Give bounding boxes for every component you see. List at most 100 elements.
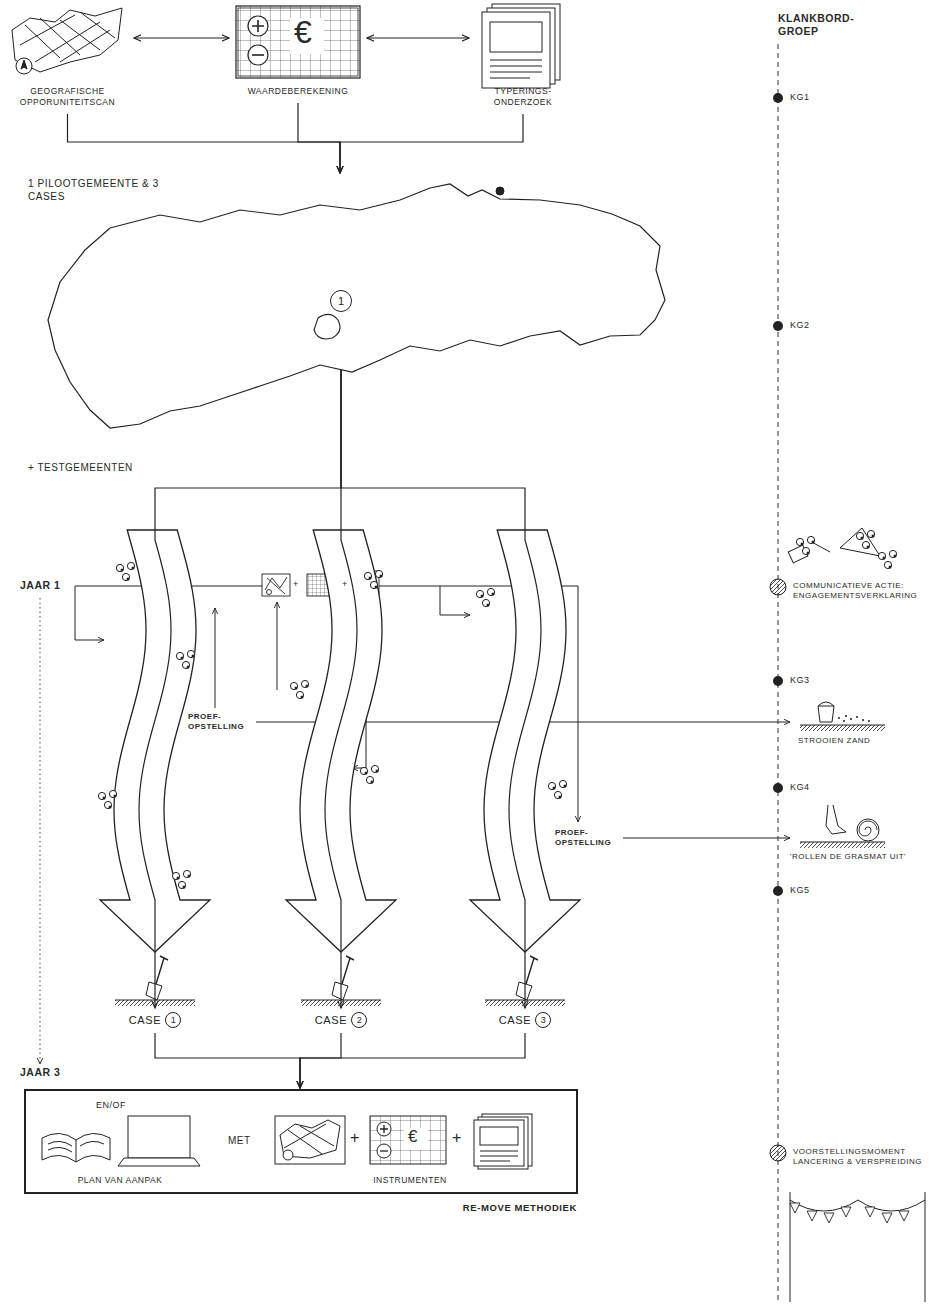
- person: [802, 547, 809, 554]
- person: [481, 595, 484, 598]
- person: [482, 599, 489, 606]
- action-label: VOORSTELLINGSMOMENT LANCERING & VERSPREI…: [793, 1147, 927, 1167]
- person: [98, 792, 105, 799]
- person: [812, 541, 815, 544]
- person: [476, 590, 483, 597]
- year-label: JAAR 3: [20, 1066, 60, 1079]
- person: [121, 569, 124, 572]
- currency-sign: €: [294, 16, 312, 48]
- plan-icons: [42, 1116, 200, 1166]
- illustration-caption: STROOIEN ZAND: [798, 736, 898, 746]
- flow-arrow: [341, 313, 541, 1008]
- person: [487, 604, 490, 607]
- person: [884, 561, 891, 568]
- person: [188, 875, 191, 878]
- person: [114, 795, 117, 798]
- case-number: 1: [165, 1012, 181, 1028]
- person: [548, 782, 555, 789]
- flow-arrow: [300, 1033, 341, 1088]
- person: [187, 666, 190, 669]
- side-note: + TESTGEMEENTEN: [28, 462, 178, 475]
- person: [889, 550, 896, 557]
- flag: [882, 1213, 892, 1223]
- map-outline: [314, 314, 340, 339]
- person: [296, 691, 303, 698]
- person: [366, 776, 373, 783]
- case-node: CASE 2: [301, 1010, 381, 1030]
- person: [301, 696, 304, 699]
- flag: [865, 1207, 875, 1217]
- person: [176, 652, 183, 659]
- person: [376, 770, 379, 773]
- person: [301, 680, 308, 687]
- person: [182, 661, 189, 668]
- connector-word: MET: [228, 1135, 251, 1148]
- map-outline: [48, 184, 665, 428]
- person: [554, 791, 561, 798]
- icon-caption: PLAN VAN AANPAK: [40, 1175, 200, 1186]
- timeline-arrow: [40, 598, 41, 1064]
- person: [564, 785, 567, 788]
- person: [183, 870, 190, 877]
- node-label: 1 PILOOTGEMEENTE & 3 CASES: [28, 175, 168, 203]
- person: [889, 566, 892, 569]
- setup-label: PROEF- OPSTELLING: [188, 711, 254, 733]
- case-number: 2: [351, 1012, 367, 1028]
- person: [306, 685, 309, 688]
- plus-sign: +: [293, 579, 299, 590]
- scan-icon: [12, 8, 122, 74]
- engagement-illustration: [788, 528, 880, 563]
- person: [181, 657, 184, 660]
- road: [100, 530, 210, 952]
- node-label: GEOGRAFISCHE OPPORUNITEITSCAN: [5, 86, 130, 108]
- person: [295, 687, 298, 690]
- plus-sign: +: [350, 1130, 359, 1146]
- road: [470, 530, 580, 952]
- currency-sign: €: [408, 1128, 417, 1145]
- spade: [332, 982, 348, 1000]
- flow-arrow: [340, 114, 523, 173]
- person: [807, 552, 810, 555]
- person: [127, 578, 130, 581]
- node-label: RE-MOVE METHODIEK: [463, 1202, 577, 1214]
- flow-arrow: [367, 37, 469, 38]
- person: [172, 872, 179, 879]
- person: [371, 765, 378, 772]
- connector-word: EN/OF: [96, 1100, 126, 1111]
- person: [104, 801, 111, 808]
- value-icon: [236, 6, 360, 78]
- icon-caption: INSTRUMENTEN: [275, 1175, 545, 1186]
- person: [796, 538, 803, 545]
- flow-arrow: [134, 37, 229, 38]
- person: [878, 552, 885, 559]
- spade: [342, 956, 354, 984]
- node-label: TYPERINGS- ONDERZOEK: [473, 86, 573, 108]
- plus-sign: +: [342, 579, 348, 590]
- meeting-label: KG4: [790, 782, 810, 793]
- sand-illustration: [800, 702, 885, 731]
- person: [116, 564, 123, 571]
- person: [290, 682, 297, 689]
- flow-arrow: [139, 313, 341, 1008]
- person: [559, 780, 566, 787]
- person: [862, 541, 869, 548]
- person: [178, 881, 185, 888]
- person: [371, 781, 374, 784]
- bunting: [790, 1192, 925, 1302]
- methodiek-box: [25, 1090, 577, 1193]
- spade: [156, 956, 168, 984]
- flag: [790, 1203, 800, 1213]
- flag: [824, 1213, 834, 1223]
- person: [856, 532, 863, 539]
- person: [867, 530, 874, 537]
- person: [375, 570, 382, 577]
- flag: [841, 1207, 851, 1217]
- person: [177, 877, 180, 880]
- flow-arrow: [298, 103, 340, 173]
- instrument-box: TYPERINGS- ONDERZOEK: [473, 4, 573, 108]
- node-label: 1: [338, 296, 344, 307]
- flow-arrow: [300, 1033, 525, 1088]
- person: [807, 536, 814, 543]
- node-label: CASE: [315, 1013, 347, 1027]
